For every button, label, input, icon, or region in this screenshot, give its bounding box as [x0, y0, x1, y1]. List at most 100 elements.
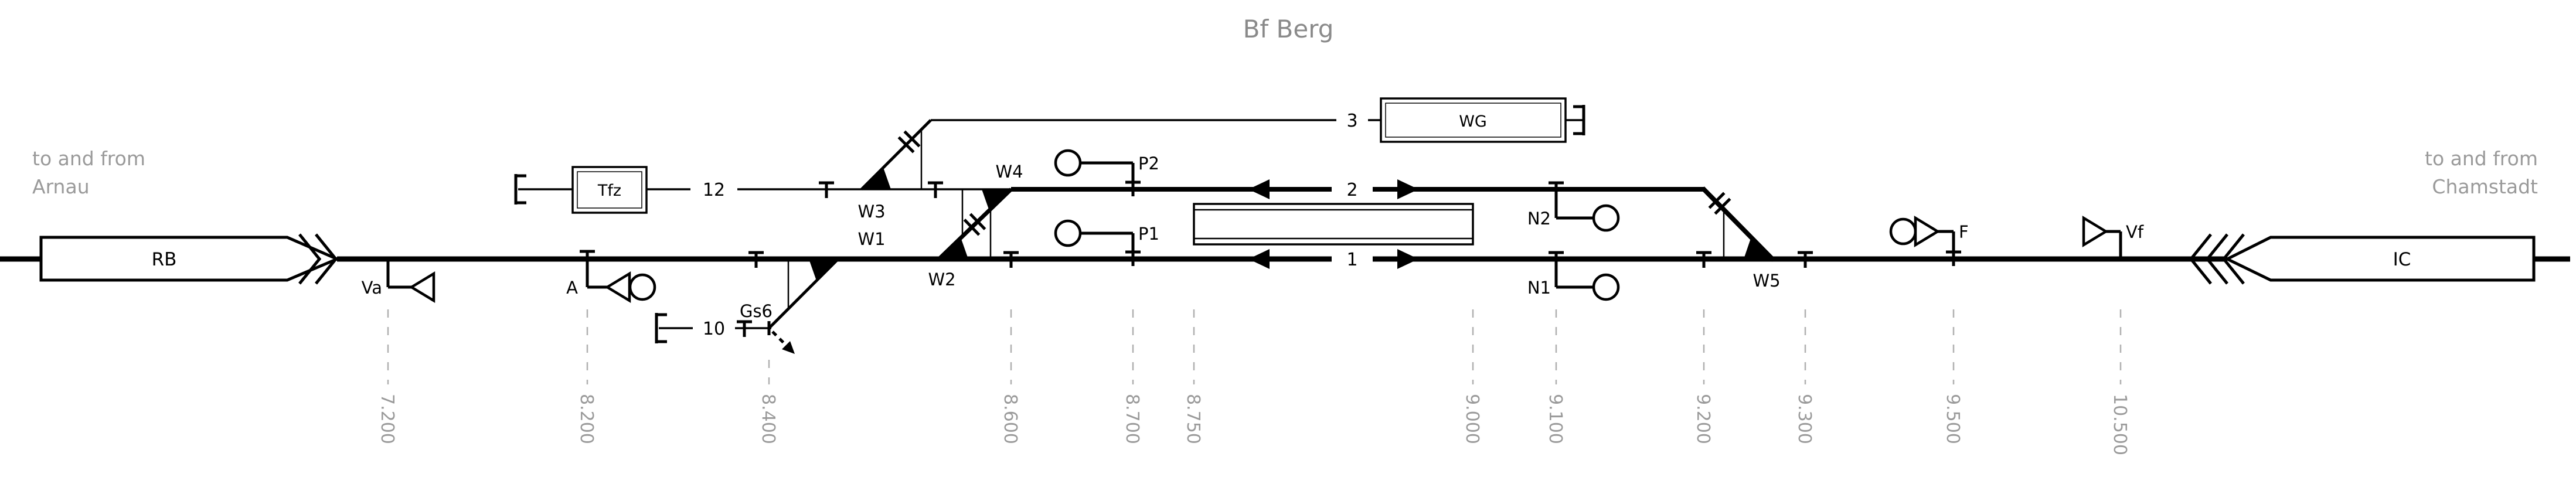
- train-symbol-rb: RB: [39, 233, 341, 285]
- rail-joint-icon: [748, 251, 764, 268]
- signal-p2: P2: [1054, 149, 1159, 196]
- distant-signal-icon: [409, 271, 435, 303]
- svg-text:9.200: 9.200: [1693, 394, 1713, 444]
- train-chevron-icon: [2221, 233, 2245, 285]
- signal-label-p2: P2: [1138, 154, 1159, 173]
- svg-text:8.200: 8.200: [576, 394, 597, 444]
- track-10-stub: 10 Gs6: [655, 301, 795, 354]
- switch-label-w5: W5: [1753, 271, 1780, 291]
- km-marker: 8.200: [576, 309, 597, 444]
- signal-vf: Vf: [2082, 216, 2144, 259]
- goods-shed-box: [1380, 97, 1567, 143]
- rail-joint-icon: [1798, 251, 1813, 268]
- signal-label-p1: P1: [1138, 224, 1159, 244]
- direction-right-line2: Chamstadt: [2432, 175, 2538, 198]
- derail-arrow-icon: [782, 341, 795, 354]
- track-12-spur: Tfz 12: [514, 166, 1011, 214]
- signal-label-vf: Vf: [2126, 222, 2144, 242]
- signal-label-va: Va: [362, 278, 382, 298]
- direction-arrow-left-icon: [1248, 249, 1270, 269]
- signal-f: F: [1889, 216, 1969, 266]
- train-chevron-icon: [2205, 233, 2228, 285]
- km-marker: 8.700: [1122, 309, 1142, 444]
- main-signal-icon: [628, 273, 656, 301]
- switch-label-w4: W4: [995, 162, 1023, 182]
- derail-label: Gs6: [740, 301, 773, 321]
- signal-p1: P1: [1054, 219, 1159, 266]
- direction-arrow-right-icon: [1397, 249, 1418, 269]
- direction-arrow-right-icon: [1397, 179, 1418, 199]
- switch-w1: W1: [748, 229, 886, 329]
- track-number-1: 1: [1346, 250, 1357, 270]
- track-2: 2: [1011, 179, 1775, 262]
- svg-text:7.200: 7.200: [377, 394, 397, 444]
- track-number-2: 2: [1346, 180, 1357, 200]
- train-chevron-icon: [315, 233, 338, 285]
- main-signal-icon: [1592, 273, 1620, 301]
- km-marker: 8.600: [1000, 309, 1020, 444]
- svg-text:9.000: 9.000: [1462, 394, 1482, 444]
- km-marker: 9.500: [1942, 309, 1963, 444]
- distant-signal-icon: [604, 271, 631, 303]
- signal-label-a: A: [566, 278, 578, 298]
- direction-arrow-left-icon: [1248, 179, 1270, 199]
- platform: [1193, 203, 1474, 246]
- svg-text:8.400: 8.400: [758, 394, 778, 444]
- track-3-wg: 3 WG: [931, 97, 1585, 143]
- km-marker: 8.400: [758, 360, 778, 444]
- switch-wedge-icon: [809, 259, 838, 281]
- switch-label-w3: W3: [857, 202, 885, 222]
- switch-branch-track: [768, 258, 839, 329]
- svg-text:8.750: 8.750: [1183, 394, 1203, 444]
- train-chevron-icon: [298, 233, 322, 285]
- svg-text:9.300: 9.300: [1794, 394, 1815, 444]
- insulated-joint-icon: [897, 130, 921, 154]
- direction-right-line1: to and from: [2425, 147, 2538, 170]
- train-label-ic: IC: [2393, 249, 2411, 270]
- svg-text:9.100: 9.100: [1545, 394, 1566, 444]
- km-marker: 9.000: [1462, 309, 1482, 444]
- switch-wedge-icon: [939, 237, 968, 259]
- track-1-markings: 1: [1248, 249, 1418, 270]
- train-chevron-icon: [2189, 233, 2212, 285]
- rail-joint-icon: [1003, 251, 1019, 268]
- main-signal-icon: [1889, 217, 1917, 246]
- goods-shed-label: WG: [1459, 113, 1487, 131]
- crossover-w2-w4: W2 W4: [928, 162, 1023, 289]
- km-marker: 7.200: [377, 309, 397, 444]
- track-number-3: 3: [1346, 111, 1357, 131]
- direction-left-line1: to and from: [32, 147, 145, 170]
- signal-a: A: [566, 250, 656, 303]
- track-number-12: 12: [703, 180, 725, 200]
- signal-va: Va: [362, 259, 435, 303]
- switch-wedge-icon: [862, 168, 891, 189]
- distant-signal-icon: [2082, 216, 2109, 247]
- signal-n2: N2: [1527, 181, 1620, 232]
- signal-n1: N1: [1527, 251, 1620, 301]
- train-body: [39, 236, 341, 282]
- svg-text:8.700: 8.700: [1122, 394, 1142, 444]
- derail-gs6: Gs6: [740, 301, 795, 354]
- km-markers: 7.200 8.200 8.400 8.600 8.700 8.750 9.00…: [377, 309, 2130, 455]
- signal-label-f: F: [1959, 222, 1969, 242]
- loco-shed-label: Tfz: [597, 182, 621, 200]
- station-title: Bf Berg: [1243, 15, 1334, 43]
- svg-text:8.600: 8.600: [1000, 394, 1020, 444]
- distant-signal-icon: [1914, 216, 1941, 247]
- direction-left-line2: Arnau: [32, 175, 90, 198]
- rail-joint-icon: [1696, 251, 1711, 268]
- insulated-joint-icon: [963, 213, 986, 236]
- track-number-10: 10: [703, 319, 725, 339]
- rail-joint-icon: [928, 181, 943, 198]
- km-marker: 10.500: [2109, 309, 2130, 455]
- km-marker: 9.100: [1545, 309, 1566, 444]
- main-signal-icon: [1592, 204, 1620, 232]
- rail-joint-icon: [819, 181, 834, 198]
- switch-wedge-icon: [1744, 237, 1773, 259]
- switch-branch-track: [860, 119, 932, 190]
- rail-joint-icon: [737, 320, 752, 337]
- km-marker: 8.750: [1183, 309, 1203, 444]
- main-signal-icon: [1054, 149, 1082, 177]
- train-symbol-ic: IC: [2189, 233, 2536, 285]
